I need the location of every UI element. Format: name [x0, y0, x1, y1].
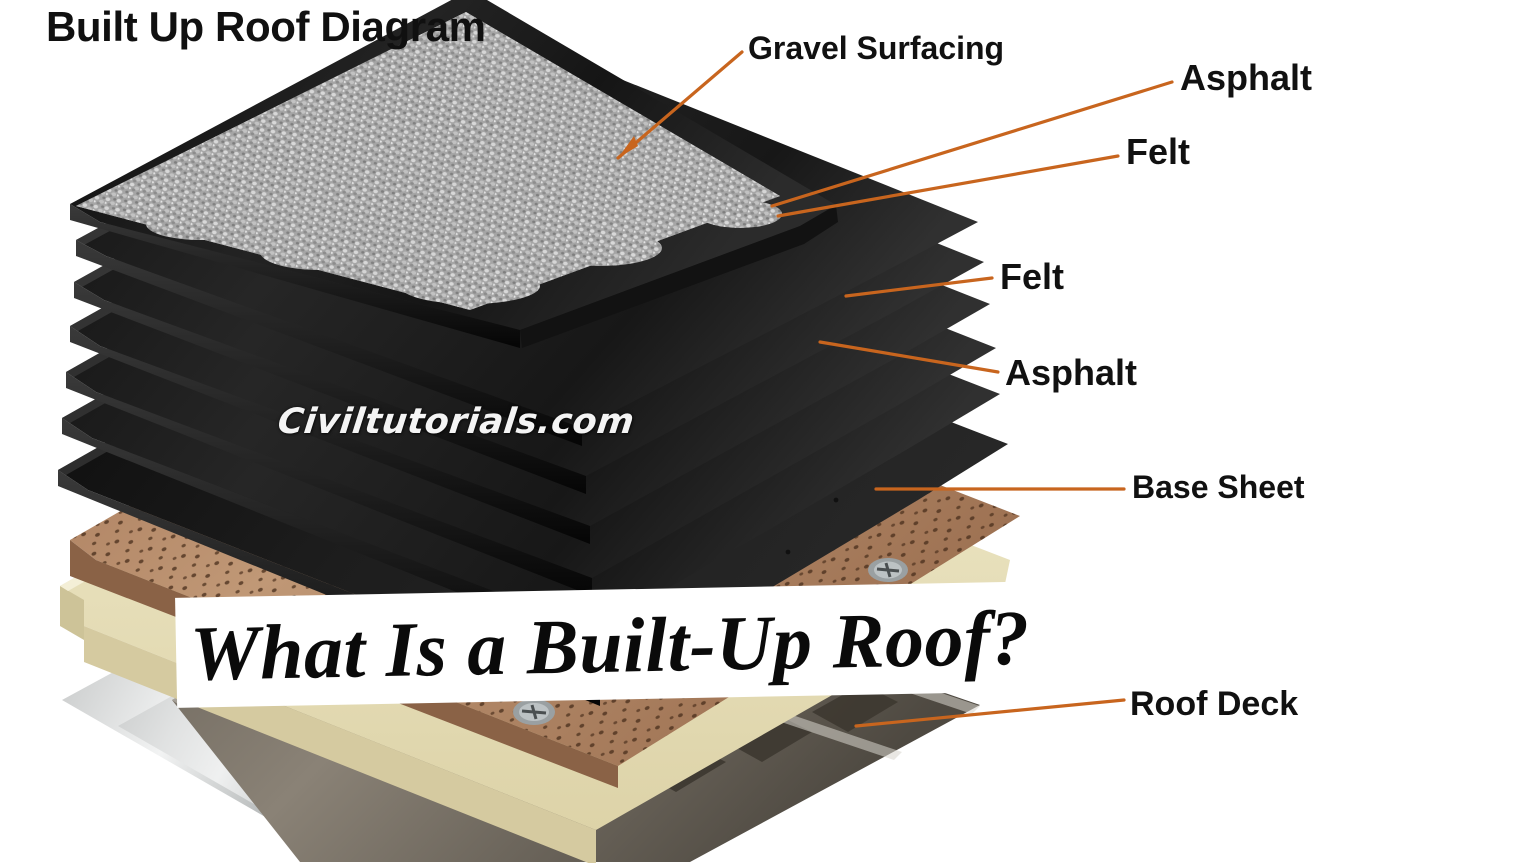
leader-gravel-surfacing — [616, 50, 744, 160]
callout-label-gravel-surfacing: Gravel Surfacing — [748, 30, 1005, 66]
leader-felt-top — [776, 154, 1120, 218]
page-title: Built Up Roof Diagram — [46, 3, 486, 50]
callout-label-base-sheet: Base Sheet — [1132, 469, 1305, 505]
callout-label-asphalt-top: Asphalt — [1180, 57, 1313, 98]
callout-label-roof-deck: Roof Deck — [1130, 685, 1299, 723]
watermark: Civiltutorials.com — [275, 402, 637, 442]
leader-roof-deck — [854, 698, 1126, 728]
layer-gravel-surfacing — [76, 12, 782, 310]
leader-felt-mid — [844, 276, 994, 298]
callout-label-asphalt-mid: Asphalt — [1005, 352, 1138, 393]
leader-asphalt-mid — [818, 340, 1000, 374]
leader-lines — [616, 50, 1174, 728]
callout-label-felt-top: Felt — [1126, 131, 1191, 172]
callout-label-felt-mid: Felt — [1000, 256, 1065, 297]
fastener-screws — [513, 558, 908, 725]
leader-asphalt-top — [770, 80, 1174, 208]
